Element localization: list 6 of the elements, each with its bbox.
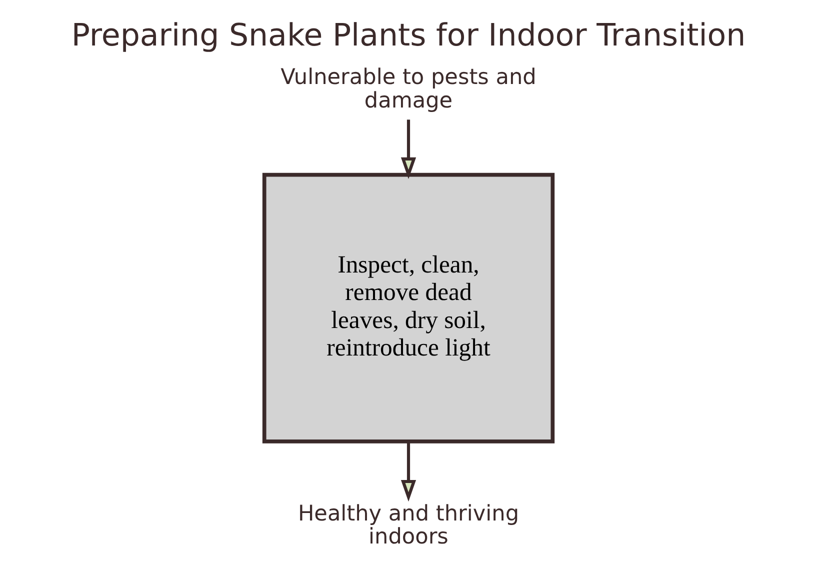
node-box: Inspect, clean, remove dead leaves, dry soil, reintroduce light: [262, 172, 554, 444]
node-text: Healthy and thriving indoors: [297, 501, 519, 550]
node-text: Vulnerable to pests and damage: [280, 65, 536, 114]
arrow: [400, 442, 416, 502]
diagram-title: Preparing Snake Plants for Indoor Transition: [70, 17, 746, 54]
arrow: [400, 120, 416, 180]
